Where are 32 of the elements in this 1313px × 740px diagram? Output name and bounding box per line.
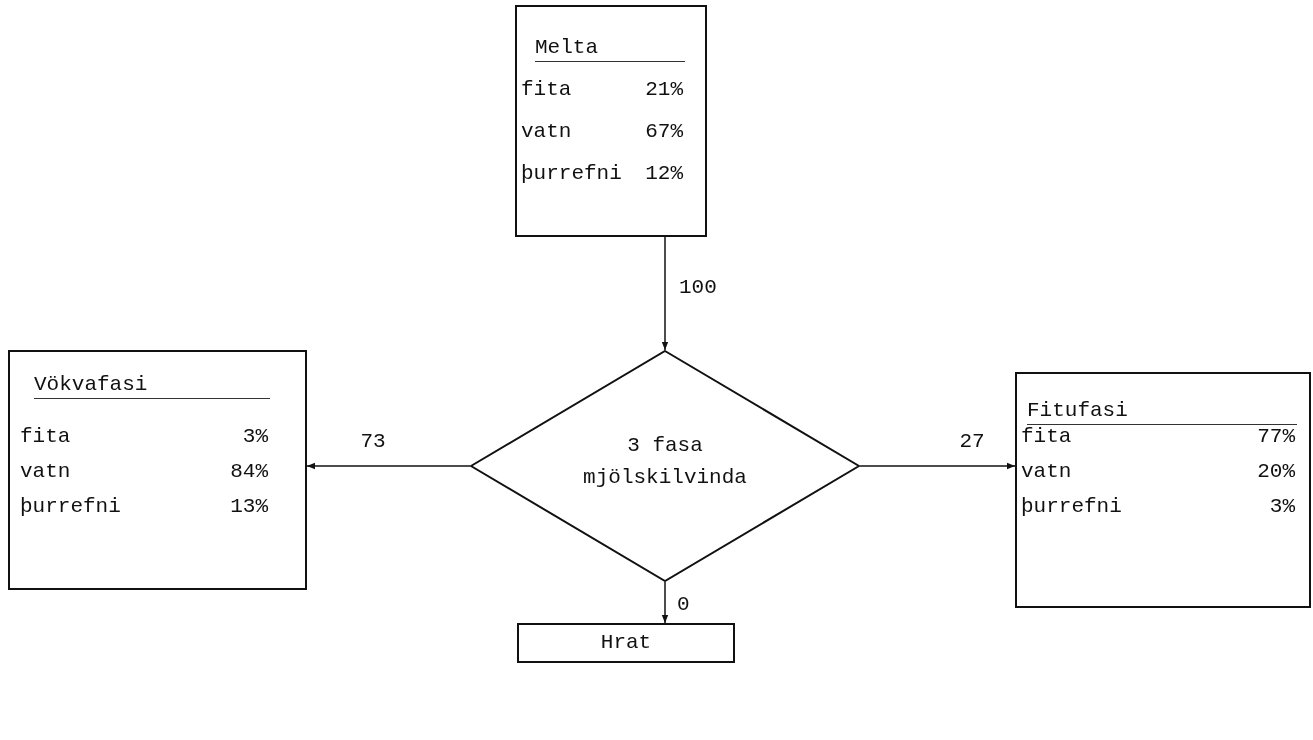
percentage-value: 3% — [1269, 494, 1295, 520]
arrow — [859, 462, 1016, 470]
percentage-value: 13% — [230, 494, 268, 520]
decision-diamond — [470, 350, 860, 582]
component-name: vatn — [20, 459, 71, 485]
percentage-value: 77% — [1257, 424, 1295, 450]
percentage-value: 12% — [645, 161, 683, 187]
process-box — [8, 350, 307, 590]
component-name: þurrefni — [1021, 494, 1122, 520]
component-name: vatn — [1021, 459, 1072, 485]
component-name: þurrefni — [20, 494, 121, 520]
arrow — [661, 581, 669, 624]
component-name: fita — [521, 77, 572, 103]
percentage-value: 3% — [242, 424, 268, 450]
process-box — [1015, 372, 1311, 608]
box-heading: Fitufasi — [1027, 398, 1297, 425]
component-name: þurrefni — [521, 161, 622, 187]
percentage-value: 67% — [645, 119, 683, 145]
box-label: Hrat — [599, 630, 653, 656]
percentage-value: 21% — [645, 77, 683, 103]
box-heading: Vökvafasi — [34, 372, 270, 399]
box-heading: Melta — [535, 35, 685, 62]
arrow — [661, 236, 669, 351]
arrow — [306, 462, 471, 470]
process-box — [515, 5, 707, 237]
component-name: fita — [1021, 424, 1072, 450]
percentage-value: 84% — [230, 459, 268, 485]
process-box — [517, 623, 735, 663]
component-name: vatn — [521, 119, 572, 145]
percentage-value: 20% — [1257, 459, 1295, 485]
process-label: 3 fasa mjölskilvinda — [582, 433, 748, 491]
component-name: fita — [20, 424, 71, 450]
